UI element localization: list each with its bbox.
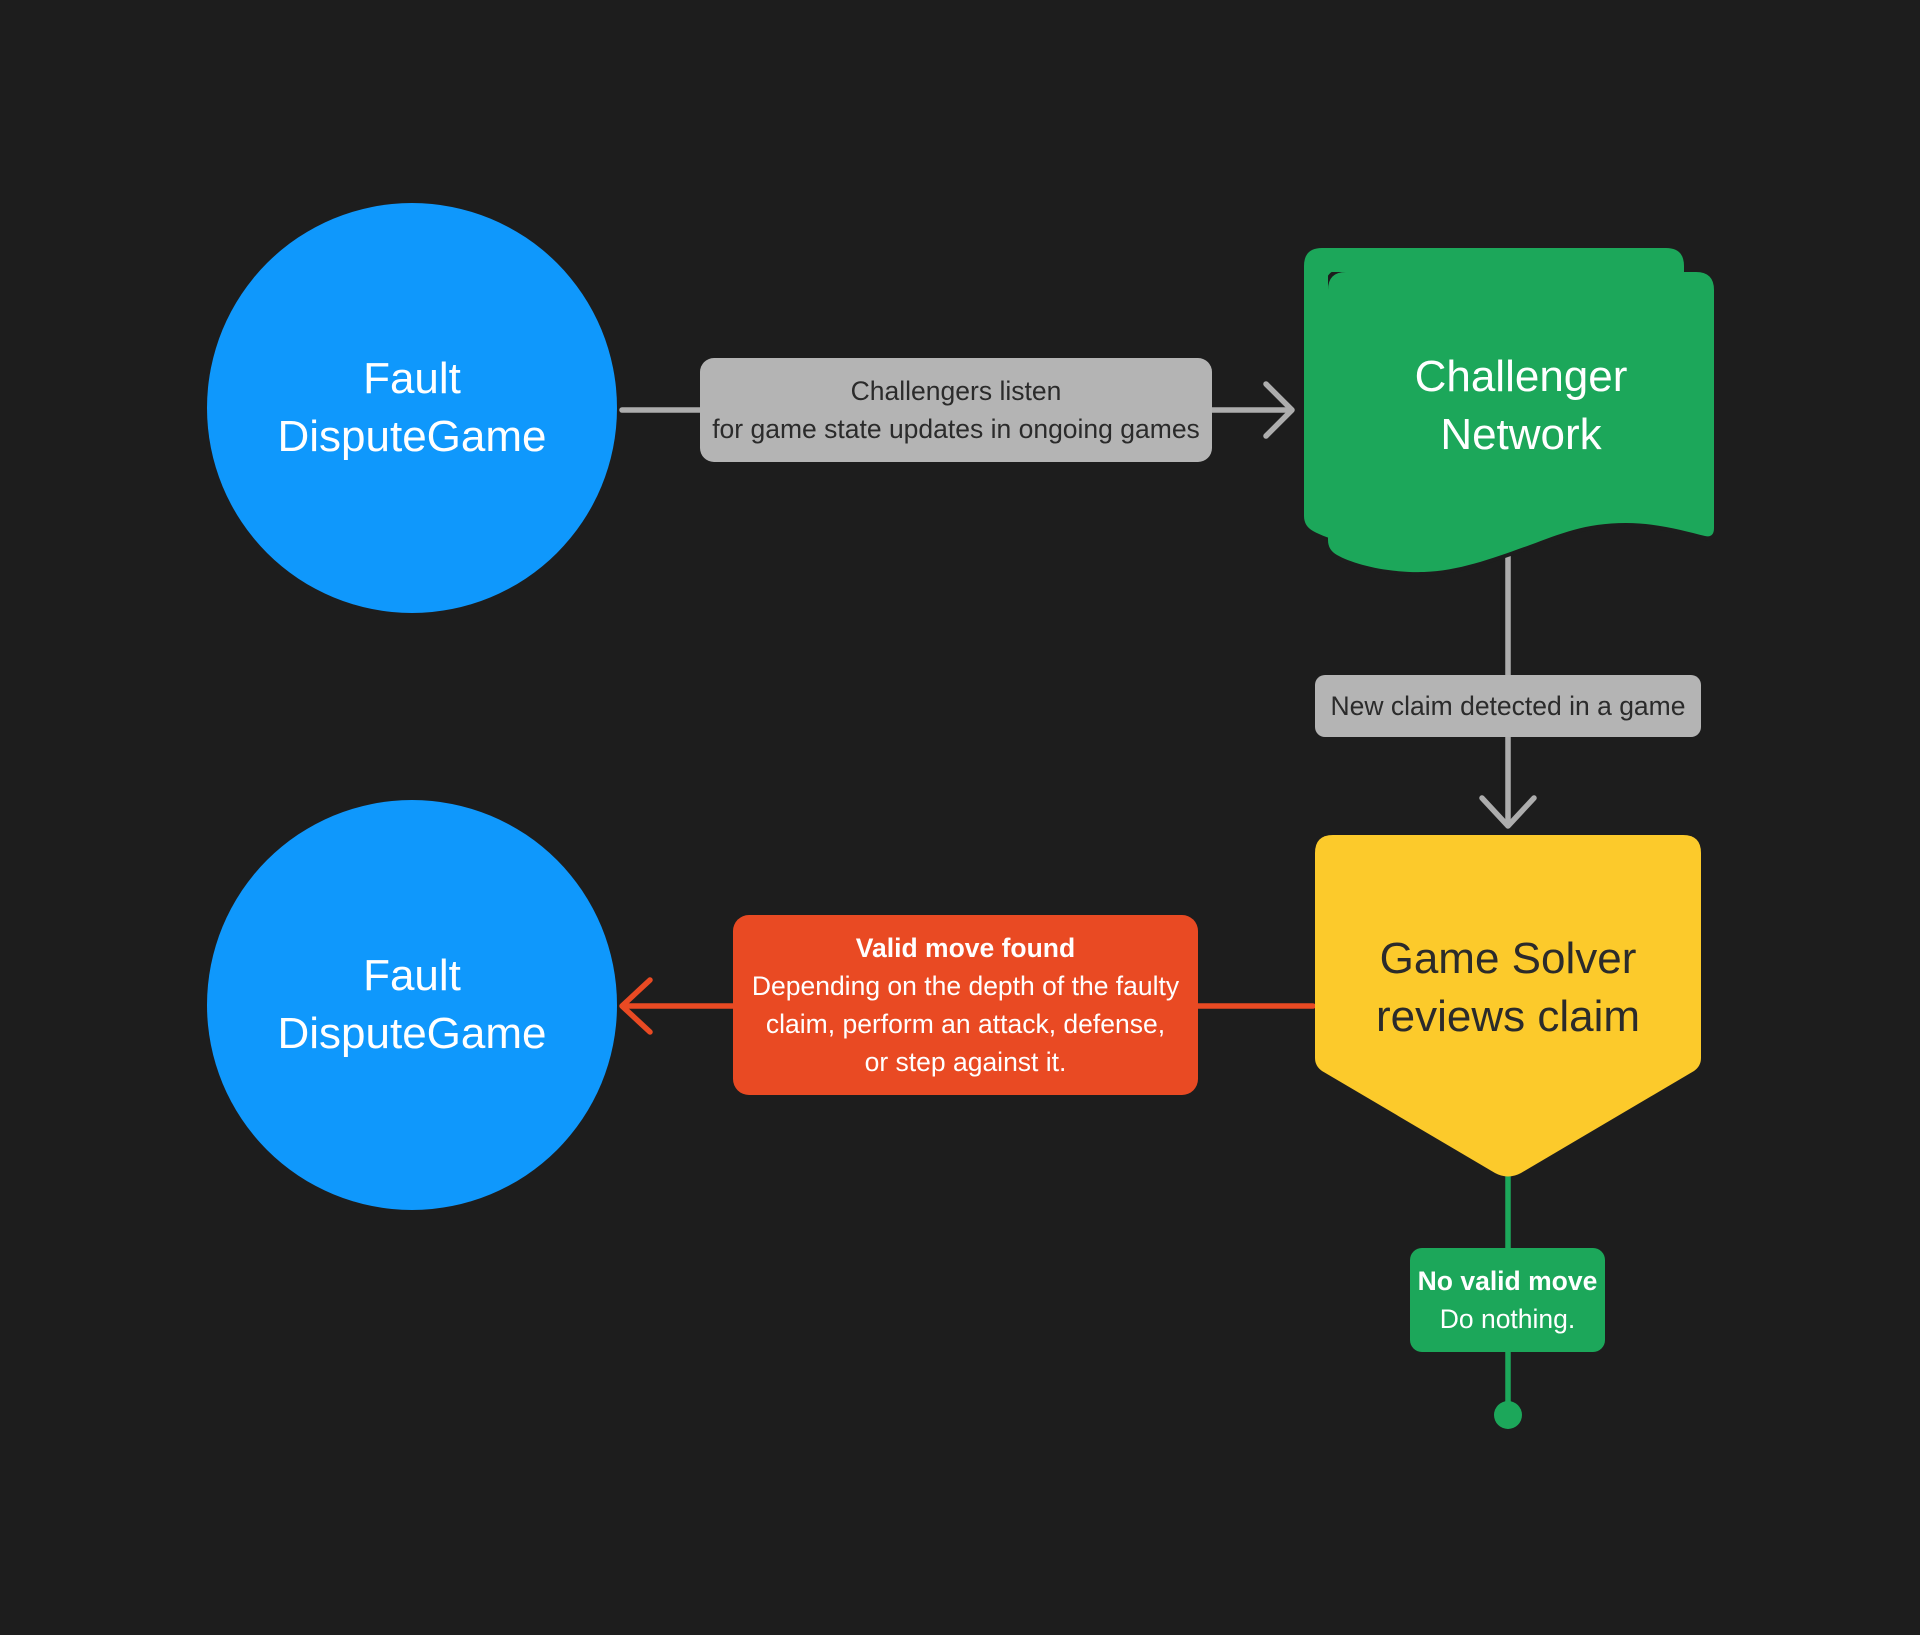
node-title-line: DisputeGame	[277, 1009, 547, 1058]
game-solver-title: Game Solver reviews claim	[1315, 872, 1701, 1104]
label-challengers-listen: Challengers listen for game state update…	[700, 358, 1212, 462]
node-title-line: Challenger	[1414, 352, 1628, 401]
node-fault-dispute-game-top: Fault DisputeGame	[207, 203, 617, 613]
label-line: claim, perform an attack, defense,	[765, 1009, 1166, 1039]
label-new-claim-detected: New claim detected in a game	[1315, 675, 1701, 737]
node-fault-dispute-game-bottom: Fault DisputeGame	[207, 800, 617, 1210]
label-title: No valid move	[1417, 1266, 1598, 1296]
label-no-valid-move: No valid move Do nothing.	[1410, 1248, 1605, 1352]
node-challenger-network	[1328, 272, 1714, 577]
arrowhead-right-icon	[1263, 381, 1295, 439]
challenger-network-title: Challenger Network	[1328, 272, 1714, 540]
label-title: Valid move found	[855, 933, 1076, 963]
node-title-line: DisputeGame	[277, 412, 547, 461]
arrowhead-left-icon	[619, 977, 653, 1035]
node-game-solver	[1315, 835, 1701, 1177]
label-line: Depending on the depth of the faulty	[751, 971, 1180, 1001]
node-title-line: Fault	[363, 354, 461, 403]
label-line: for game state updates in ongoing games	[712, 414, 1200, 444]
node-title-line: reviews claim	[1375, 992, 1641, 1041]
arrowhead-down-icon	[1479, 795, 1537, 829]
node-title-line: Network	[1440, 410, 1602, 459]
node-title-line: Fault	[363, 951, 461, 1000]
node-title-line: Game Solver	[1379, 934, 1637, 983]
label-valid-move-found: Valid move found Depending on the depth …	[733, 915, 1198, 1095]
label-line: Challengers listen	[850, 376, 1062, 406]
label-line: Do nothing.	[1439, 1304, 1576, 1334]
label-line: or step against it.	[864, 1047, 1067, 1077]
flow-end-dot	[1494, 1401, 1522, 1429]
label-line: New claim detected in a game	[1330, 691, 1686, 721]
